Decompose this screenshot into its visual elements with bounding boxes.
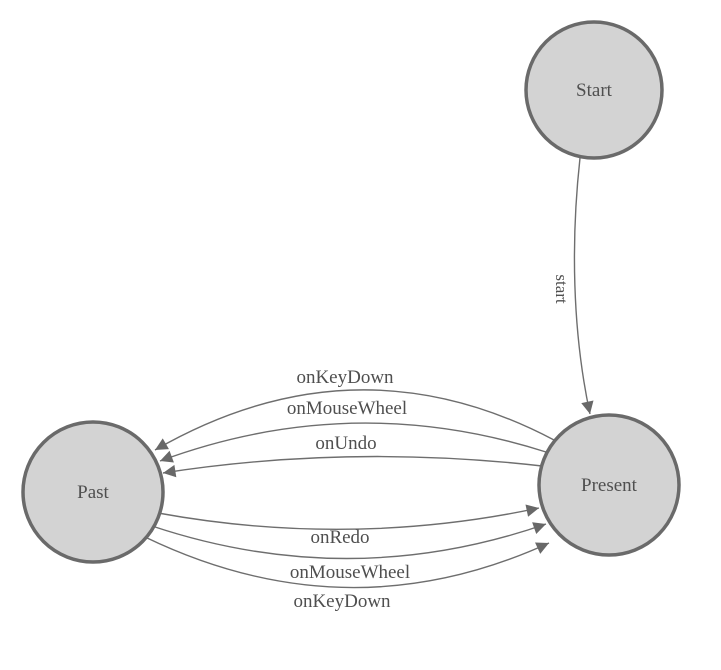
state-label-present: Present xyxy=(581,475,638,496)
edge-label-onkeydown-upper: onKeyDown xyxy=(296,367,394,388)
state-circle-start xyxy=(524,20,664,160)
state-node-present: Present xyxy=(537,413,681,557)
edge-label-onredo: onRedo xyxy=(310,527,369,548)
edge-past-to-present-onredo: onRedo xyxy=(157,504,540,548)
edge-line-onkeydown-upper xyxy=(154,389,555,451)
edge-past-to-present-onmousewheel: onMouseWheel xyxy=(151,522,547,583)
edge-line-onmousewheel-lower xyxy=(151,522,547,560)
edge-line-onmousewheel-upper xyxy=(159,422,547,463)
edge-line-onkeydown-lower xyxy=(144,536,550,589)
state-label-past: Past xyxy=(77,482,109,503)
edge-present-to-past-onkeydown: onKeyDown xyxy=(154,367,555,451)
edge-label-onmousewheel-upper: onMouseWheel xyxy=(287,398,407,419)
edge-line-start xyxy=(573,157,594,415)
edge-present-to-past-onundo: onUndo xyxy=(162,433,543,478)
state-circle-present xyxy=(537,413,681,557)
edge-label-onmousewheel-lower: onMouseWheel xyxy=(290,562,410,583)
state-node-past: Past xyxy=(21,420,165,564)
edge-start-to-present: start xyxy=(552,157,594,415)
edge-label-onundo: onUndo xyxy=(315,433,376,454)
edge-line-onundo xyxy=(162,455,543,478)
edge-line-onredo xyxy=(157,504,540,531)
edge-label-onkeydown-lower: onKeyDown xyxy=(293,591,391,612)
state-circle-past xyxy=(21,420,165,564)
edge-present-to-past-onmousewheel: onMouseWheel xyxy=(159,398,547,463)
state-node-start: Start xyxy=(524,20,664,160)
state-label-start: Start xyxy=(576,80,613,101)
edge-label-start: start xyxy=(552,274,571,304)
edge-past-to-present-onkeydown: onKeyDown xyxy=(144,536,550,612)
